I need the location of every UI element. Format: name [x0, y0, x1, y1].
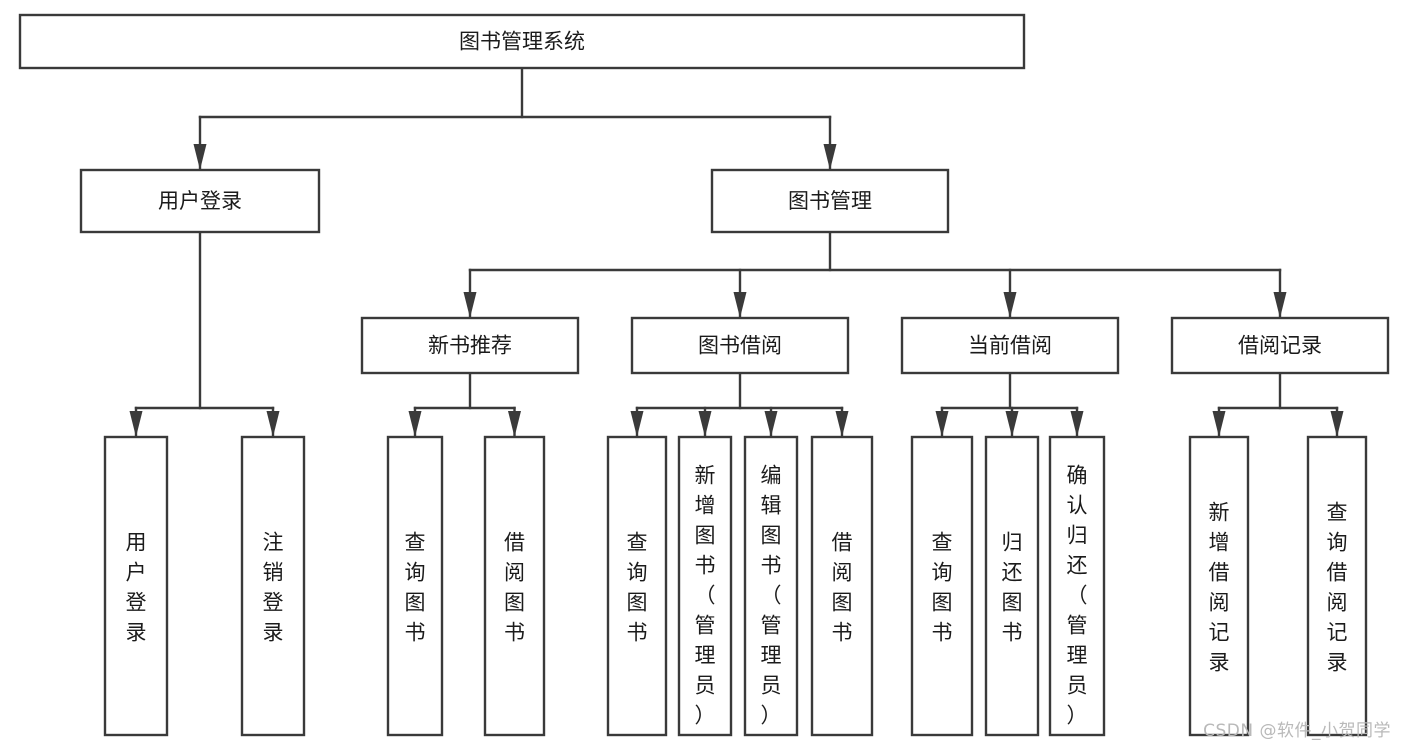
- node-user-login-label: 用户登录: [158, 189, 242, 213]
- book-borrow-to-leaves-arrow-2: [764, 411, 778, 437]
- root-to-level2-arrow-0: [193, 144, 207, 170]
- node-current-borrow-label: 当前借阅: [968, 334, 1052, 358]
- node-root-title[interactable]: 图书管理系统: [18, 13, 1026, 70]
- node-leaf-query-book-3-box[interactable]: [910, 435, 974, 737]
- current-borrow-to-leaves-arrow-2: [1070, 411, 1084, 437]
- node-leaf-borrow-book-1-label: 借阅图书: [504, 530, 525, 644]
- node-leaf-confirm-return-label: 确认归还（管理员）: [1067, 463, 1088, 727]
- node-leaf-edit-book[interactable]: 编辑图书（管理员）: [743, 435, 799, 737]
- bookmanage-to-level3-arrow-2: [1003, 292, 1017, 318]
- node-leaf-add-book[interactable]: 新增图书（管理员）: [677, 435, 733, 737]
- node-leaf-return-book-box[interactable]: [984, 435, 1040, 737]
- node-leaf-query-record[interactable]: 查询借阅记录: [1306, 435, 1368, 737]
- node-leaf-return-book[interactable]: 归还图书: [984, 435, 1040, 737]
- node-new-book-rec-label: 新书推荐: [428, 334, 512, 358]
- node-leaf-query-book-3-label: 查询图书: [932, 530, 953, 644]
- node-leaf-user-login[interactable]: 用户登录: [103, 435, 169, 737]
- node-leaf-query-book-1[interactable]: 查询图书: [386, 435, 444, 737]
- node-leaf-add-record[interactable]: 新增借阅记录: [1188, 435, 1250, 737]
- node-user-login[interactable]: 用户登录: [79, 168, 321, 234]
- node-book-borrow[interactable]: 图书借阅: [630, 316, 850, 375]
- node-leaf-query-book-2[interactable]: 查询图书: [606, 435, 668, 737]
- node-borrow-record-label: 借阅记录: [1238, 334, 1322, 358]
- node-book-manage-box[interactable]: [710, 168, 950, 234]
- book-borrow-to-leaves-arrow-1: [698, 411, 712, 437]
- node-current-borrow[interactable]: 当前借阅: [900, 316, 1120, 375]
- book-borrow-to-leaves-arrow-3: [835, 411, 849, 437]
- node-borrow-record[interactable]: 借阅记录: [1170, 316, 1390, 375]
- root-to-level2-arrow-1: [823, 144, 837, 170]
- node-current-borrow-box[interactable]: [900, 316, 1120, 375]
- bookmanage-to-level3-arrow-0: [463, 292, 477, 318]
- node-book-manage-label: 图书管理: [788, 189, 872, 213]
- connector-layer: [129, 66, 1344, 438]
- node-leaf-add-book-label: 新增图书（管理员）: [695, 463, 716, 727]
- node-leaf-logout-box[interactable]: [240, 435, 306, 737]
- node-leaf-query-book-1-box[interactable]: [386, 435, 444, 737]
- node-leaf-edit-book-label: 编辑图书（管理员）: [761, 463, 782, 727]
- node-borrow-record-box[interactable]: [1170, 316, 1390, 375]
- bookmanage-to-level3-arrow-3: [1273, 292, 1287, 318]
- node-leaf-add-book-box[interactable]: [677, 435, 733, 737]
- node-leaf-query-book-2-label: 查询图书: [627, 530, 648, 644]
- book-borrow-to-leaves-arrow-0: [630, 411, 644, 437]
- node-leaf-add-record-box[interactable]: [1188, 435, 1250, 737]
- node-new-book-rec-box[interactable]: [360, 316, 580, 375]
- node-leaf-query-record-box[interactable]: [1306, 435, 1368, 737]
- node-leaf-user-login-label: 用户登录: [126, 530, 147, 644]
- node-book-borrow-label: 图书借阅: [698, 334, 782, 358]
- node-leaf-query-record-label: 查询借阅记录: [1327, 500, 1348, 674]
- node-leaf-borrow-book-2-label: 借阅图书: [832, 530, 853, 644]
- borrow-record-to-leaves-arrow-1: [1330, 411, 1344, 437]
- node-leaf-return-book-label: 归还图书: [1002, 530, 1023, 644]
- node-user-login-box[interactable]: [79, 168, 321, 234]
- node-book-borrow-box[interactable]: [630, 316, 850, 375]
- current-borrow-to-leaves-arrow-0: [935, 411, 949, 437]
- node-leaf-borrow-book-1-box[interactable]: [483, 435, 546, 737]
- node-leaf-borrow-book-1[interactable]: 借阅图书: [483, 435, 546, 737]
- node-layer: 图书管理系统用户登录图书管理新书推荐图书借阅当前借阅借阅记录用户登录注销登录查询…: [18, 13, 1390, 737]
- node-book-manage[interactable]: 图书管理: [710, 168, 950, 234]
- node-leaf-borrow-book-2-box[interactable]: [810, 435, 874, 737]
- node-leaf-query-book-3[interactable]: 查询图书: [910, 435, 974, 737]
- bookmanage-to-level3-arrow-1: [733, 292, 747, 318]
- user-login-to-leaves-arrow-1: [266, 411, 280, 437]
- node-new-book-rec[interactable]: 新书推荐: [360, 316, 580, 375]
- node-root-title-box[interactable]: [18, 13, 1026, 70]
- node-leaf-query-book-1-label: 查询图书: [405, 530, 426, 644]
- node-root-title-label: 图书管理系统: [459, 30, 585, 54]
- node-leaf-logout-label: 注销登录: [263, 530, 284, 644]
- node-leaf-user-login-box[interactable]: [103, 435, 169, 737]
- node-leaf-add-record-label: 新增借阅记录: [1209, 500, 1230, 674]
- new-book-rec-to-leaves-arrow-0: [408, 411, 422, 437]
- node-leaf-confirm-return[interactable]: 确认归还（管理员）: [1048, 435, 1106, 737]
- node-leaf-borrow-book-2[interactable]: 借阅图书: [810, 435, 874, 737]
- new-book-rec-to-leaves-arrow-1: [508, 411, 521, 437]
- node-leaf-query-book-2-box[interactable]: [606, 435, 668, 737]
- node-leaf-edit-book-box[interactable]: [743, 435, 799, 737]
- node-leaf-confirm-return-box[interactable]: [1048, 435, 1106, 737]
- user-login-to-leaves-arrow-0: [129, 411, 143, 437]
- borrow-record-to-leaves-arrow-0: [1212, 411, 1226, 437]
- current-borrow-to-leaves-arrow-1: [1005, 411, 1019, 437]
- node-leaf-logout[interactable]: 注销登录: [240, 435, 306, 737]
